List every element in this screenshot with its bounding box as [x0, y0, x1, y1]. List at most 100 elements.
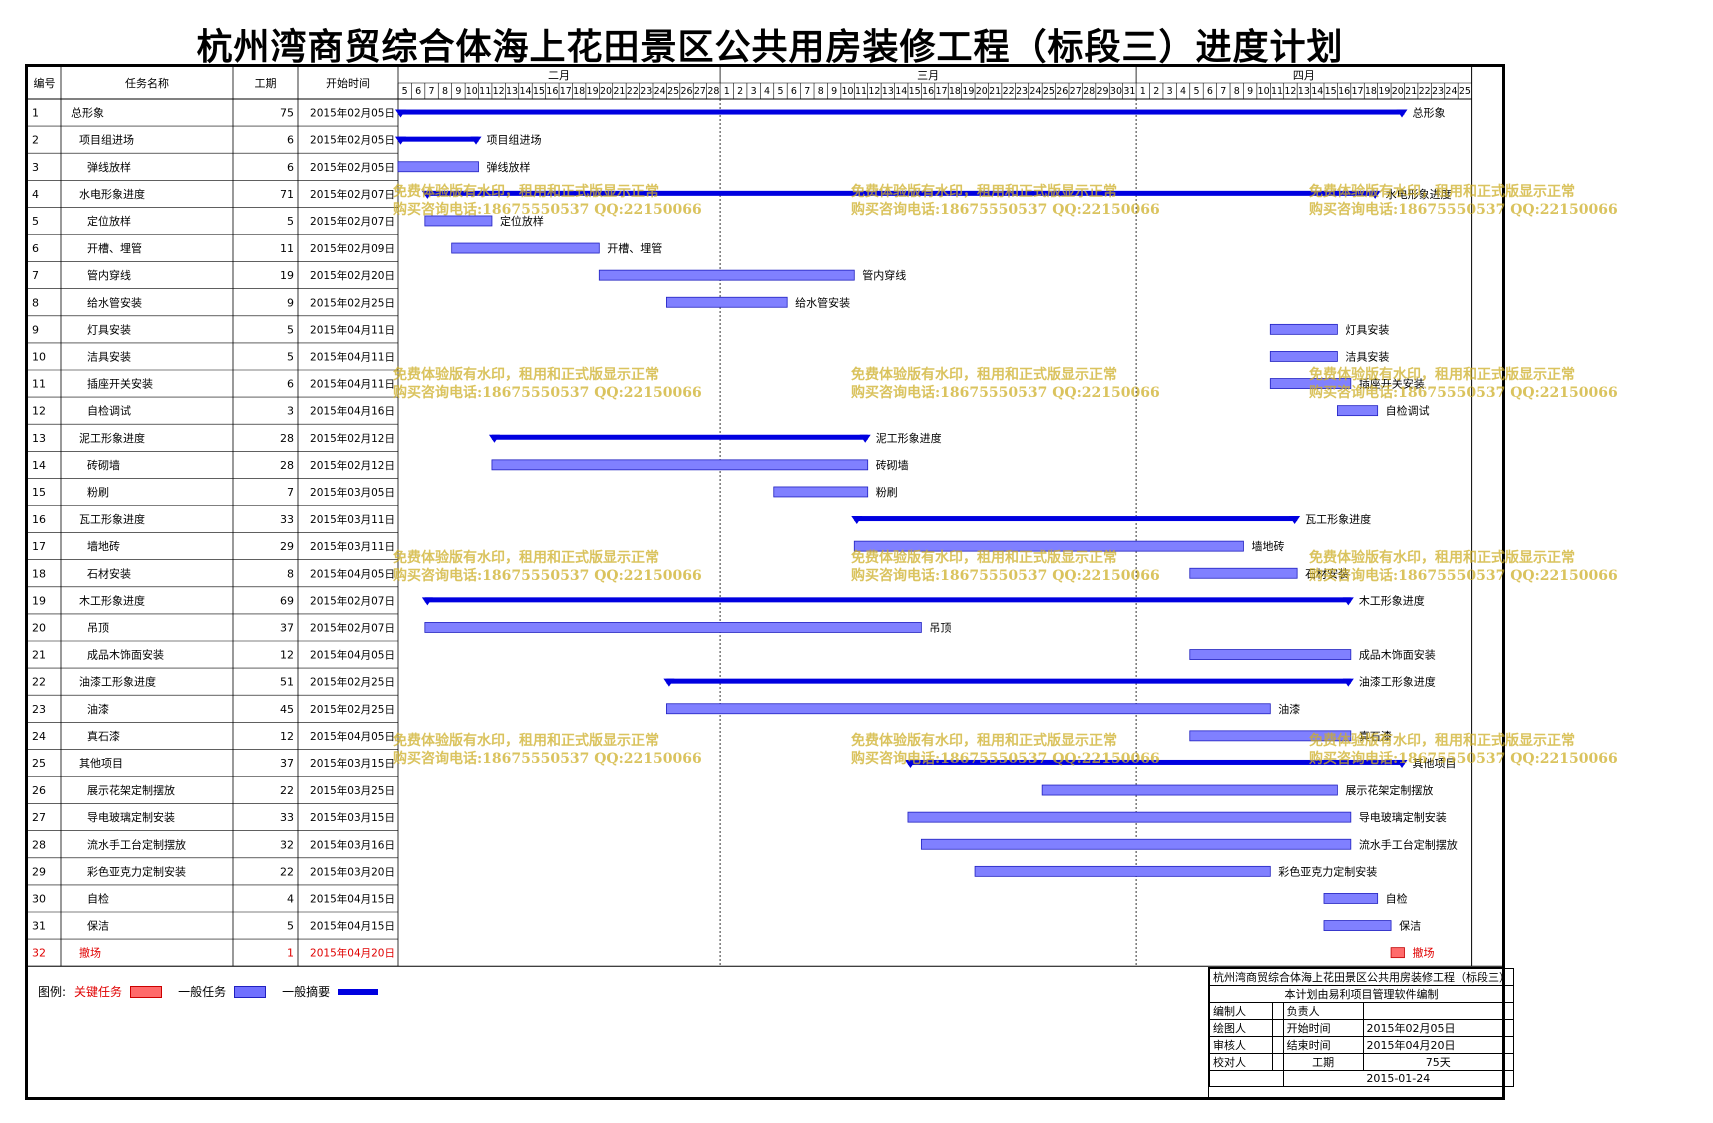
compiler-label: 编制人: [1209, 1002, 1273, 1020]
task-id: 8: [32, 296, 39, 309]
day-tick-label: 7: [429, 86, 435, 97]
summary-start-marker: [421, 597, 433, 606]
task-bar: [1189, 730, 1352, 742]
task-id: 10: [32, 350, 46, 363]
bar-label: 插座开关安装: [1359, 377, 1425, 391]
watermark-line2: 购买咨询电话:18675550537 QQ:22150066: [851, 385, 1160, 401]
day-tick-label: 10: [466, 86, 478, 97]
task-bar: [1269, 323, 1338, 335]
task-start: 2015年02月05日: [310, 161, 395, 174]
task-duration: 37: [280, 757, 294, 770]
day-tick-label: 1: [724, 86, 730, 97]
task-bar: [424, 622, 922, 633]
day-tick-label: 14: [519, 86, 531, 97]
watermark-text: 免费体验版有水印，租用和正式版显示正常购买咨询电话:18675550537 QQ…: [1309, 732, 1618, 768]
task-name: 彩色亚克力定制安装: [87, 864, 186, 878]
task-id: 5: [32, 215, 39, 228]
watermark-line2: 购买咨询电话:18675550537 QQ:22150066: [1309, 751, 1618, 767]
bar-label: 展示花架定制摆放: [1345, 783, 1433, 797]
task-bar: [1269, 351, 1338, 362]
task-start: 2015年02月12日: [310, 432, 395, 445]
day-tick-label: 25: [667, 86, 679, 97]
day-tick-label: 16: [922, 86, 934, 97]
day-tick-label: 20: [1392, 86, 1404, 97]
task-start: 2015年04月11日: [310, 350, 395, 363]
task-bar: [1269, 378, 1352, 389]
day-tick-label: 15: [533, 86, 545, 97]
task-id: 17: [32, 540, 46, 553]
task-bar: [974, 865, 1271, 877]
summary-end-marker: [1289, 516, 1301, 525]
task-id: 4: [32, 188, 39, 201]
task-name: 弹线放样: [87, 160, 131, 174]
task-name: 油漆工形象进度: [79, 675, 156, 689]
legend: 图例: 关键任务 一般任务 一般摘要: [38, 983, 379, 1000]
watermark-line1: 免费体验版有水印，租用和正式版显示正常: [1309, 367, 1575, 383]
task-name: 定位放样: [87, 214, 131, 228]
watermark-line2: 购买咨询电话:18675550537 QQ:22150066: [393, 385, 702, 401]
day-tick-label: 23: [1432, 86, 1444, 97]
task-start: 2015年02月05日: [310, 134, 395, 147]
task-duration: 28: [280, 459, 294, 472]
summary-bar: [491, 434, 868, 440]
task-start: 2015年03月15日: [310, 757, 395, 770]
day-tick-label: 16: [1338, 86, 1350, 97]
day-tick-label: 14: [895, 86, 907, 97]
bar-label: 石材安装: [1305, 566, 1349, 580]
day-tick-label: 21: [613, 86, 625, 97]
day-tick-label: 9: [831, 86, 837, 97]
task-name: 洁具安装: [87, 349, 131, 363]
day-tick-label: 4: [1180, 86, 1186, 97]
day-tick-label: 23: [1016, 86, 1028, 97]
duration-value: 75天: [1362, 1053, 1515, 1071]
day-tick-label: 5: [777, 86, 783, 97]
summary-bar: [424, 597, 1351, 603]
task-id: 20: [32, 621, 46, 634]
bar-label: 砖砌墙: [876, 458, 909, 472]
summary-start-marker: [851, 516, 863, 525]
day-tick-label: 25: [1459, 86, 1471, 97]
task-id: 21: [32, 649, 46, 662]
day-tick-label: 11: [1271, 86, 1283, 97]
task-duration: 6: [287, 134, 294, 147]
title-block-project: 杭州湾商贸综合体海上花田景区公共用房装修工程（标段三）: [1209, 968, 1514, 986]
task-start: 2015年02月09日: [310, 242, 395, 255]
day-tick-label: 20: [600, 86, 612, 97]
task-start: 2015年04月15日: [310, 892, 395, 905]
task-bar: [920, 838, 1352, 850]
task-start: 2015年02月05日: [310, 107, 395, 120]
task-start: 2015年03月05日: [310, 486, 395, 499]
task-bar: [1323, 893, 1379, 904]
task-start: 2015年03月11日: [310, 540, 395, 553]
task-id: 9: [32, 323, 39, 336]
bar-label: 吊顶: [929, 621, 951, 634]
checker-label: 校对人: [1209, 1053, 1273, 1071]
bar-label: 总形象: [1413, 106, 1446, 120]
task-name: 粉刷: [87, 486, 109, 499]
day-tick-label: 3: [751, 86, 757, 97]
task-name: 开槽、埋管: [87, 241, 142, 255]
day-tick-label: 10: [1258, 86, 1270, 97]
day-tick-label: 26: [1056, 86, 1068, 97]
task-name: 瓦工形象进度: [79, 512, 145, 526]
watermark-text: 免费体验版有水印，租用和正式版显示正常购买咨询电话:18675550537 QQ…: [393, 549, 702, 585]
day-tick-label: 9: [455, 86, 461, 97]
legend-summary-swatch: [338, 988, 379, 995]
day-tick-label: 19: [962, 86, 974, 97]
task-start: 2015年04月20日: [310, 947, 395, 960]
bar-label: 真石漆: [1359, 729, 1392, 743]
task-duration: 29: [280, 540, 294, 553]
task-bar: [491, 459, 869, 471]
task-name: 砖砌墙: [87, 458, 120, 472]
day-tick-label: 2: [1153, 86, 1159, 97]
watermark-line2: 购买咨询电话:18675550537 QQ:22150066: [393, 751, 702, 767]
watermark-line1: 免费体验版有水印，租用和正式版显示正常: [393, 550, 659, 566]
bar-label: 墙地砖: [1251, 539, 1284, 553]
day-tick-label: 22: [1419, 86, 1431, 97]
task-bar: [853, 540, 1244, 552]
task-duration: 12: [280, 649, 294, 662]
task-bar: [1041, 784, 1338, 796]
watermark-line1: 免费体验版有水印，租用和正式版显示正常: [1309, 184, 1575, 200]
watermark-text: 免费体验版有水印，租用和正式版显示正常购买咨询电话:18675550537 QQ…: [393, 732, 702, 768]
task-name: 水电形象进度: [79, 187, 145, 201]
